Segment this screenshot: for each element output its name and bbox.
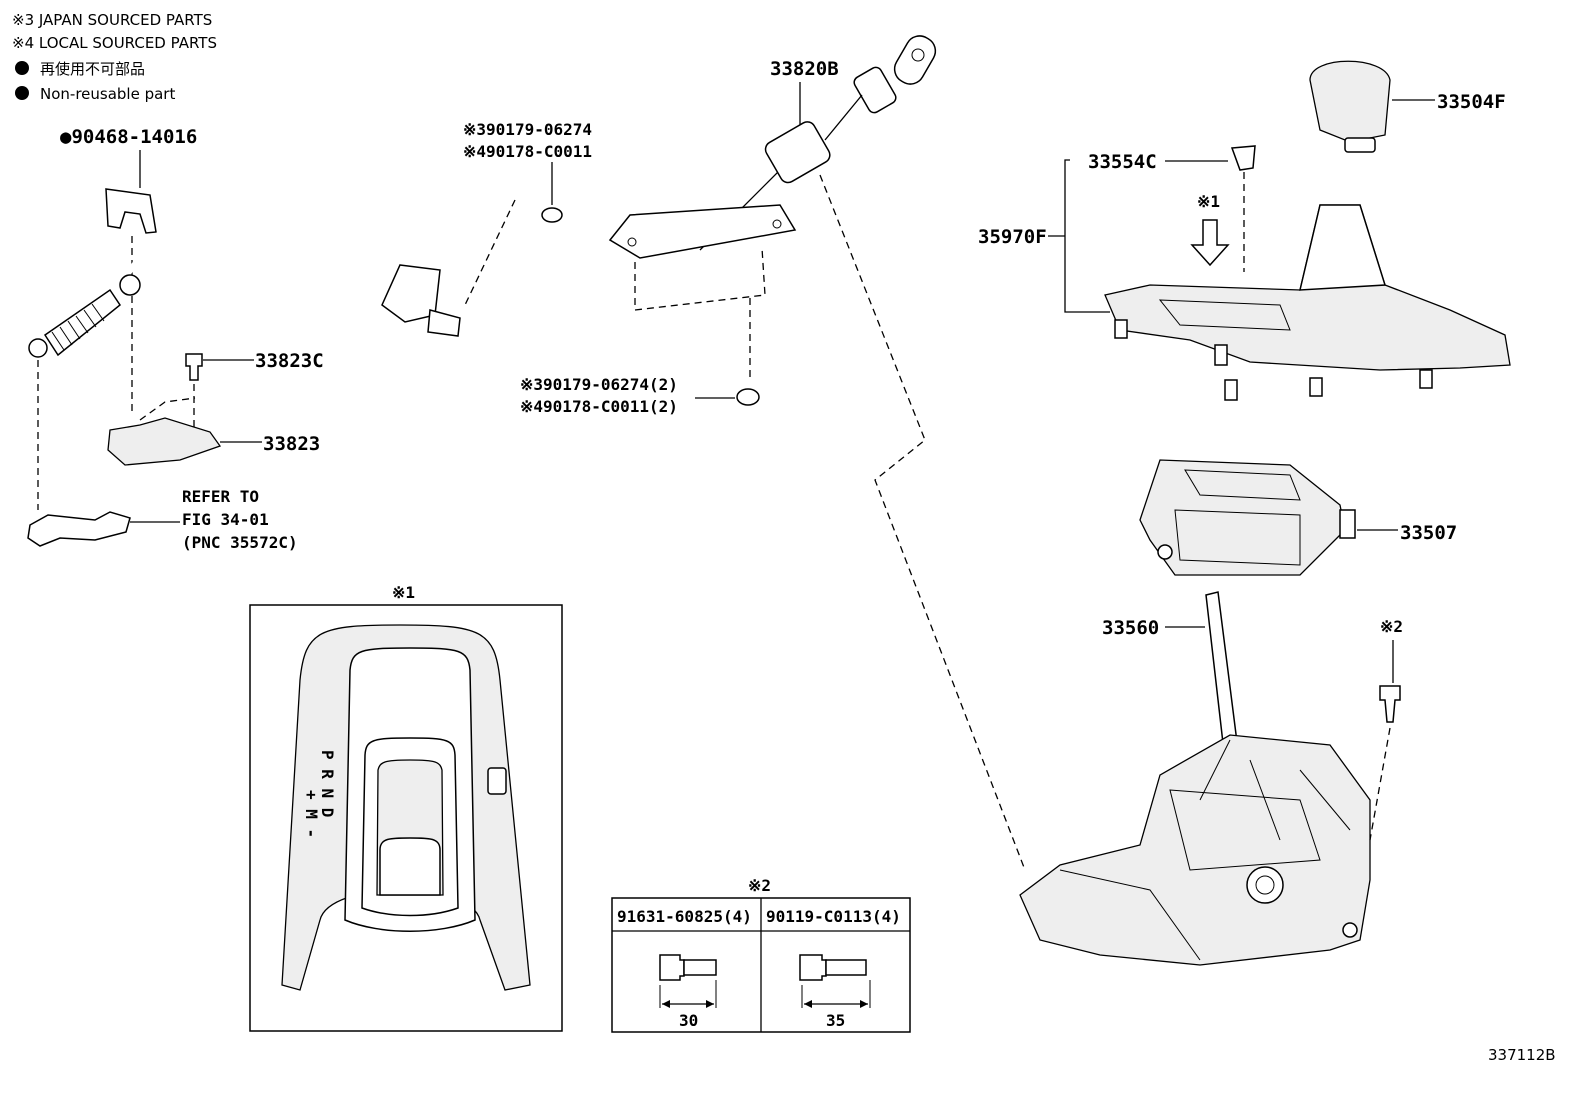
nut-90179-2 (736, 388, 760, 406)
clip-90468 (105, 188, 157, 234)
non-reusable-dot-icon (15, 86, 29, 100)
legend-non-reusable-en: Non-reusable part (40, 85, 175, 103)
inset2-title[interactable]: ※2 (748, 876, 771, 895)
inset-bolt-table: ※2 91631-60825(4) 90119-C0113(4) 30 35 (611, 876, 911, 1033)
bolt-col2-header[interactable]: 90119-C0113(4) (766, 907, 901, 926)
nut-group-top: ※390179-06274 ※490178-C0011 (463, 120, 592, 306)
bolt-col1-length: 30 (679, 1011, 698, 1030)
legend: ※3 JAPAN SOURCED PARTS ※4 LOCAL SOURCED … (12, 11, 217, 103)
label-90468-14016[interactable]: ●90468-14016 (60, 126, 197, 148)
label-note2-bolt[interactable]: ※2 (1380, 617, 1403, 636)
label-nut-japan-2[interactable]: ※390179-06274(2) (520, 375, 678, 394)
cable-boot (43, 288, 122, 357)
bolt-90119-icon (799, 954, 827, 981)
down-arrow-icon (1190, 219, 1230, 267)
lever-35572c (27, 511, 131, 547)
cable-adjuster (764, 121, 831, 184)
cable-end-assembly: 33820B (608, 35, 1026, 871)
label-33823[interactable]: 33823 (263, 433, 320, 455)
label-refer-fig[interactable]: FIG 34-01 (182, 510, 269, 529)
nut-group-bottom: ※390179-06274(2) ※490178-C0011(2) (520, 375, 760, 416)
bolt-note2 (1379, 685, 1401, 723)
legend-non-reusable-jp: 再使用不可部品 (40, 60, 145, 78)
bolt-33823c (185, 353, 203, 381)
label-33507[interactable]: 33507 (1400, 522, 1457, 544)
label-refer-pnc: (PNC 35572C) (182, 533, 298, 552)
bolt-91631-icon (659, 954, 685, 981)
label-33820b[interactable]: 33820B (770, 58, 839, 80)
label-33504f[interactable]: 33504F (1437, 91, 1506, 113)
nut-90179 (541, 207, 563, 223)
shift-lever-rod (1205, 591, 1239, 753)
label-33560[interactable]: 33560 (1102, 617, 1159, 639)
bolt-col2-length: 35 (826, 1011, 845, 1030)
label-nut-local-2[interactable]: ※490178-C0011(2) (520, 397, 678, 416)
label-nut-japan[interactable]: ※390179-06274 (463, 120, 592, 139)
shift-lever-base-33560 (1019, 734, 1371, 966)
inset1-title[interactable]: ※1 (392, 583, 415, 602)
label-refer-to: REFER TO (182, 487, 259, 506)
legend-japan-sourced: ※3 JAPAN SOURCED PARTS (12, 11, 212, 29)
bracket-33823 (107, 417, 222, 466)
shift-lever-assembly: 33504F 33554C 35970F ※1 33507 33560 (978, 60, 1511, 966)
label-note1-arrow[interactable]: ※1 (1197, 192, 1220, 211)
label-33823c[interactable]: 33823C (255, 350, 324, 372)
shift-cable-assembly: ●90468-14016 33823C 33823 REFER TO (27, 126, 791, 552)
label-33554c[interactable]: 33554C (1088, 151, 1157, 173)
bolt-col1-header[interactable]: 91631-60825(4) (617, 907, 752, 926)
label-nut-local[interactable]: ※490178-C0011 (463, 142, 592, 161)
legend-local-sourced: ※4 LOCAL SOURCED PARTS (12, 34, 217, 52)
shift-knob-33504f (1309, 60, 1391, 143)
clip-33554c (1230, 145, 1256, 171)
diagram-id: 337112B (1488, 1046, 1556, 1064)
manual-mode-text: + M - (302, 790, 321, 838)
label-35970f[interactable]: 35970F (978, 226, 1047, 248)
housing-33507 (1139, 459, 1346, 576)
gear-position-text: P R N D (318, 750, 337, 817)
cable-mount-plate (608, 204, 797, 259)
inset-shift-panel: ※1 P R N D + M - (249, 583, 563, 1032)
cable-clamp (381, 264, 441, 323)
non-reusable-dot-icon (15, 61, 29, 75)
